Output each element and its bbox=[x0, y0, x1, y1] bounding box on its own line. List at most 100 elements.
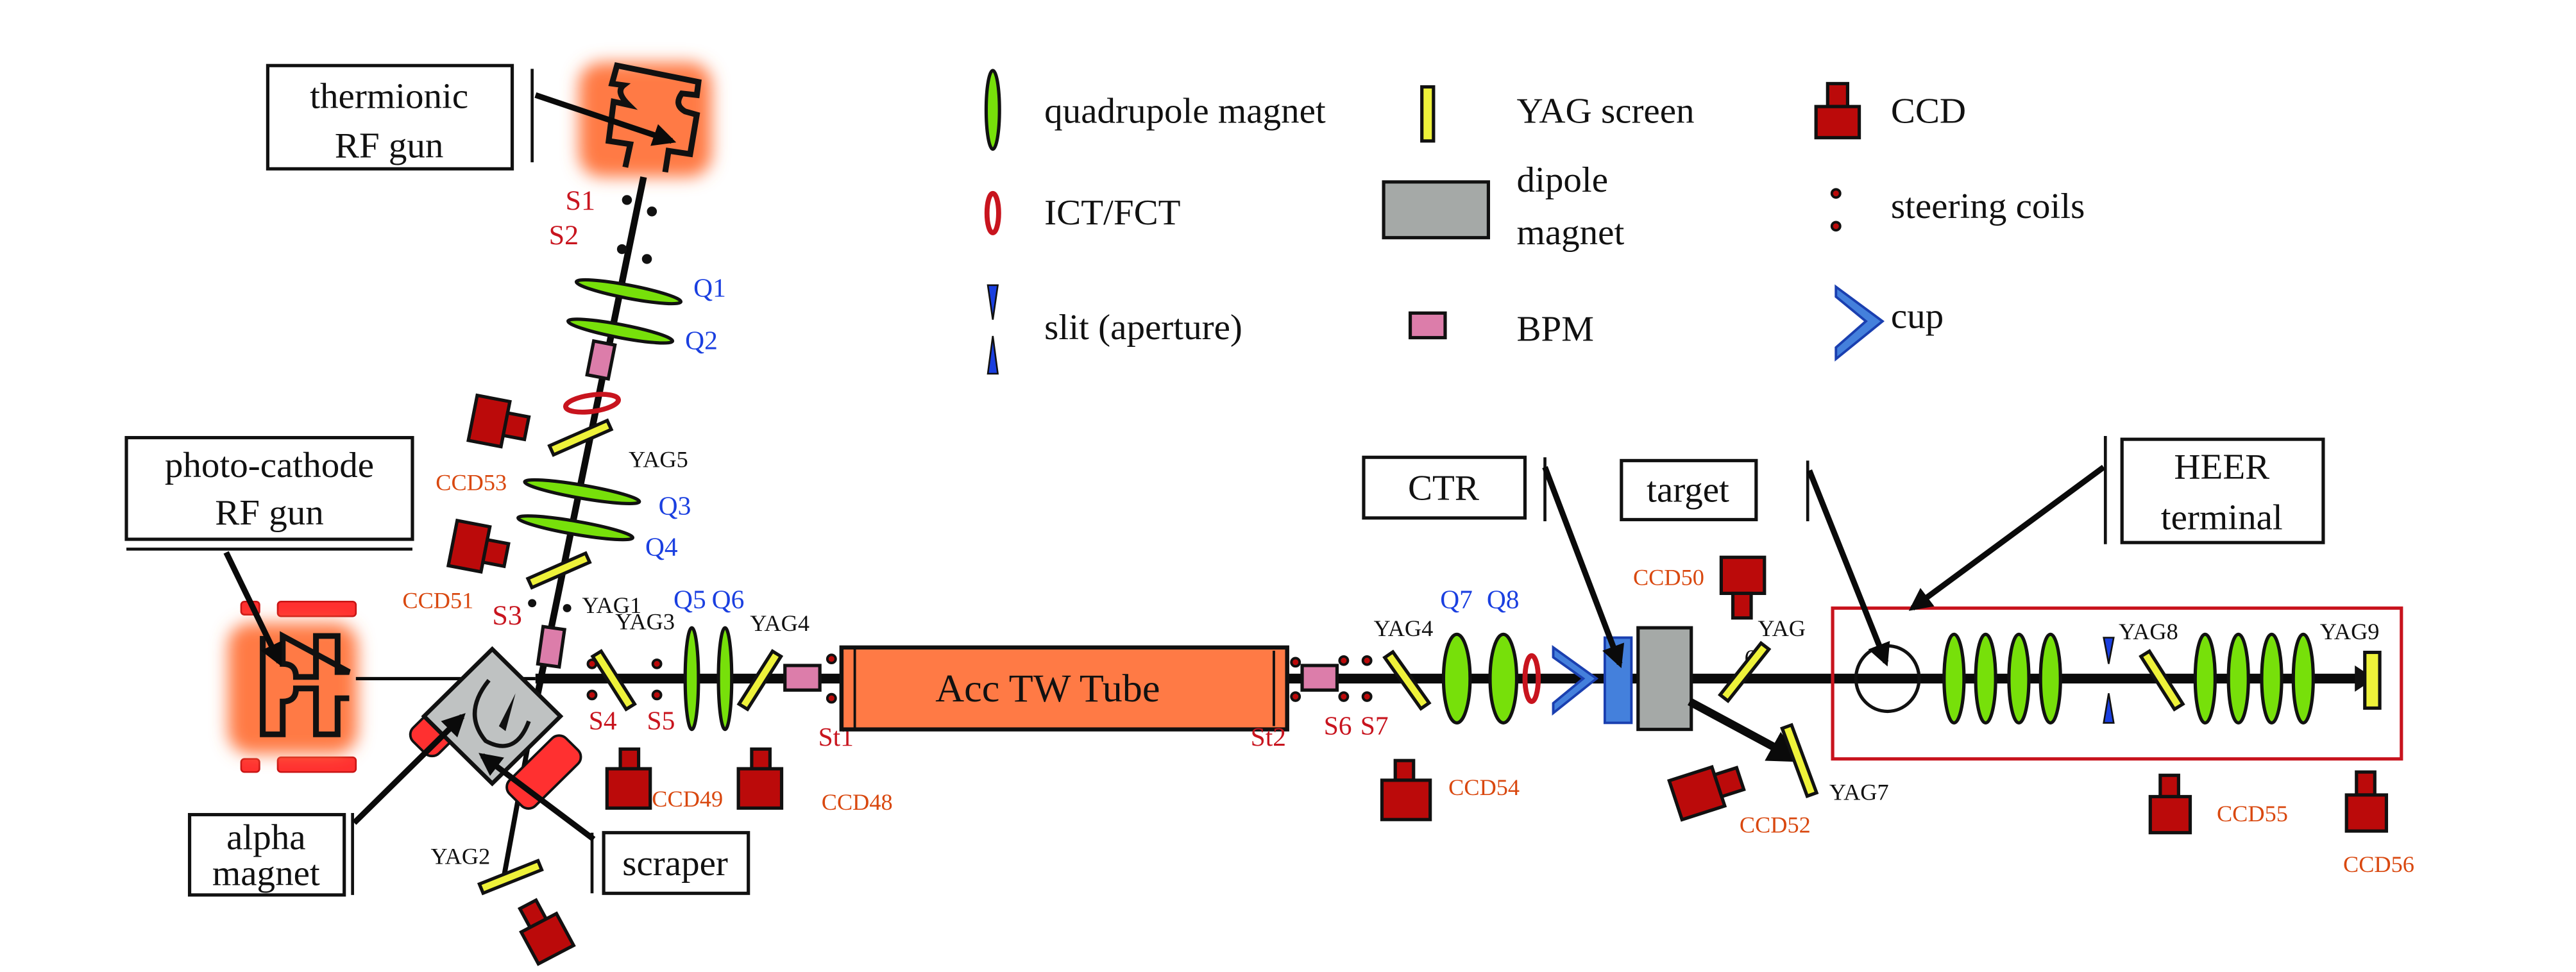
yag7-screen bbox=[1780, 723, 1819, 798]
ccd-yag2-camera bbox=[517, 898, 576, 966]
callout-alpha-box bbox=[187, 813, 346, 897]
steering-coil-s1 bbox=[647, 206, 657, 217]
ccd-cameras: CCD49 CCD48 YAG2 CCD54 CCD50 CCD52 bbox=[430, 555, 2414, 966]
steering-coil-s5 bbox=[651, 689, 663, 701]
label-yag9: YAG9 bbox=[2320, 619, 2380, 644]
ccd-icon-head bbox=[750, 747, 772, 771]
label-yag4: YAG4 bbox=[750, 610, 809, 636]
thermionic-gun-glow bbox=[579, 62, 712, 178]
callout-heer-text-1: HEER bbox=[2174, 448, 2269, 487]
quadrupole-heer-6 bbox=[2226, 632, 2250, 725]
ccd-icon bbox=[1814, 105, 1861, 140]
legend-ict-label: ICT/FCT bbox=[1044, 194, 1180, 233]
ccd-icon-head bbox=[480, 537, 511, 569]
label-s4: S4 bbox=[589, 706, 617, 735]
legend-ccd: CCD bbox=[1814, 81, 1966, 140]
callout-alpha-text-2: magnet bbox=[212, 854, 320, 894]
quadrupole-q2 bbox=[566, 317, 675, 345]
quadrupole-q8 bbox=[1488, 632, 1519, 725]
ccd-icon-head bbox=[1393, 758, 1416, 782]
label-q1: Q1 bbox=[693, 273, 726, 303]
quadrupole-icon bbox=[984, 69, 1001, 151]
dipole-magnet bbox=[1636, 626, 1693, 732]
callout-thermionic-text-2: RF gun bbox=[335, 126, 444, 166]
legend-steering: steering coils bbox=[1830, 187, 2085, 232]
label-yag1: YAG1 bbox=[582, 592, 641, 618]
ccd-icon bbox=[519, 911, 576, 966]
bpm-alpha bbox=[536, 624, 567, 669]
steering-coil-s2 bbox=[641, 254, 652, 264]
steering-coil-st1 bbox=[826, 692, 837, 704]
legend-dipole-label-2: magnet bbox=[1516, 213, 1624, 253]
callout-target-box bbox=[1620, 458, 1758, 521]
bpm-pre-tube bbox=[783, 664, 822, 692]
quadrupole-q6 bbox=[716, 626, 734, 732]
ccd-icon bbox=[446, 518, 492, 574]
label-q7: Q7 bbox=[1440, 585, 1473, 614]
ctr-screen bbox=[1603, 636, 1633, 725]
ccd53-camera bbox=[466, 393, 531, 449]
ccd-icon bbox=[2344, 793, 2389, 833]
legend-quadrupole: quadrupole magnet bbox=[984, 69, 1326, 151]
label-yag4b: YAG4 bbox=[1374, 616, 1434, 641]
yag1-screen bbox=[525, 551, 592, 590]
yag6-screen bbox=[1717, 641, 1772, 703]
callout-scraper-box bbox=[602, 831, 750, 895]
photocathode-branch bbox=[228, 600, 536, 773]
callout-thermionic-box bbox=[266, 63, 514, 171]
legend-cup-label: cup bbox=[1891, 297, 1944, 337]
quadrupole-q5 bbox=[683, 626, 700, 732]
alpha-trajectory bbox=[472, 678, 531, 748]
ccd-icon-head bbox=[1712, 766, 1746, 799]
ccd-icon bbox=[1380, 778, 1432, 821]
legend: quadrupole magnet YAG screen CCD ICT/FCT… bbox=[984, 69, 2085, 375]
label-ccd54: CCD54 bbox=[1448, 775, 1520, 800]
bpm-post-tube bbox=[1300, 664, 1339, 692]
legend-slit: slit (aperture) bbox=[987, 284, 1242, 375]
callout-photocathode-arrow bbox=[223, 551, 282, 667]
label-ccd56: CCD56 bbox=[2343, 851, 2414, 877]
steering-coil-s6 bbox=[1338, 655, 1350, 666]
label-q2: Q2 bbox=[685, 326, 718, 355]
photocathode-gun-cavity-icon bbox=[260, 631, 351, 737]
label-s7: S7 bbox=[1360, 711, 1389, 741]
quadrupole-heer-5 bbox=[2193, 632, 2217, 725]
callout-target-arrow bbox=[1806, 469, 1890, 667]
main-beamline: S4 S5 YAG3 Q5 Q6 YAG4 St1 Acc TW Tube St… bbox=[535, 585, 2375, 805]
yag5-screen bbox=[547, 418, 614, 457]
steering-coil-icon bbox=[1830, 221, 1842, 232]
heer-terminal-box bbox=[1831, 606, 2403, 761]
quadrupole-heer-4 bbox=[2038, 632, 2062, 725]
yag8-screen bbox=[2139, 649, 2185, 712]
thermionic-gun-cavity-icon bbox=[605, 62, 702, 173]
label-yag5: YAG5 bbox=[629, 447, 688, 473]
quadrupole-q7 bbox=[1441, 632, 1472, 725]
callout-ctr-arrow bbox=[1542, 466, 1625, 669]
ccd56-camera bbox=[2344, 770, 2389, 833]
ict-fct-main bbox=[1522, 653, 1541, 705]
legend-slit-label: slit (aperture) bbox=[1044, 308, 1242, 348]
steering-coil-s7 bbox=[1361, 691, 1373, 702]
beamline-thermionic bbox=[532, 176, 647, 706]
callout-scraper-arrow bbox=[479, 753, 596, 842]
callout-photocathode-text-1: photo-cathode bbox=[165, 446, 374, 485]
acc-tube-label: Acc TW Tube bbox=[935, 667, 1160, 711]
ccd-icon-head bbox=[1731, 591, 1753, 620]
coil-bottom-small bbox=[240, 758, 260, 773]
label-q4: Q4 bbox=[645, 532, 678, 562]
quadrupole-heer-8 bbox=[2291, 632, 2315, 725]
label-ccd52: CCD52 bbox=[1740, 812, 1811, 838]
label-q8: Q8 bbox=[1487, 585, 1520, 614]
label-yag7: YAG7 bbox=[1829, 780, 1889, 805]
ccd49-camera bbox=[605, 747, 652, 810]
ccd-icon-head bbox=[2158, 773, 2180, 799]
scraper-blade bbox=[498, 693, 516, 732]
legend-cup: cup bbox=[1835, 284, 1944, 362]
legend-quadrupole-label: quadrupole magnet bbox=[1044, 92, 1326, 131]
legend-dipole: dipole magnet bbox=[1382, 160, 1625, 253]
steering-coil-s7 bbox=[1361, 655, 1373, 666]
steering-coil-s5 bbox=[651, 658, 663, 669]
yag4b-screen bbox=[1382, 649, 1432, 711]
legend-yag-label: YAG screen bbox=[1516, 92, 1694, 131]
